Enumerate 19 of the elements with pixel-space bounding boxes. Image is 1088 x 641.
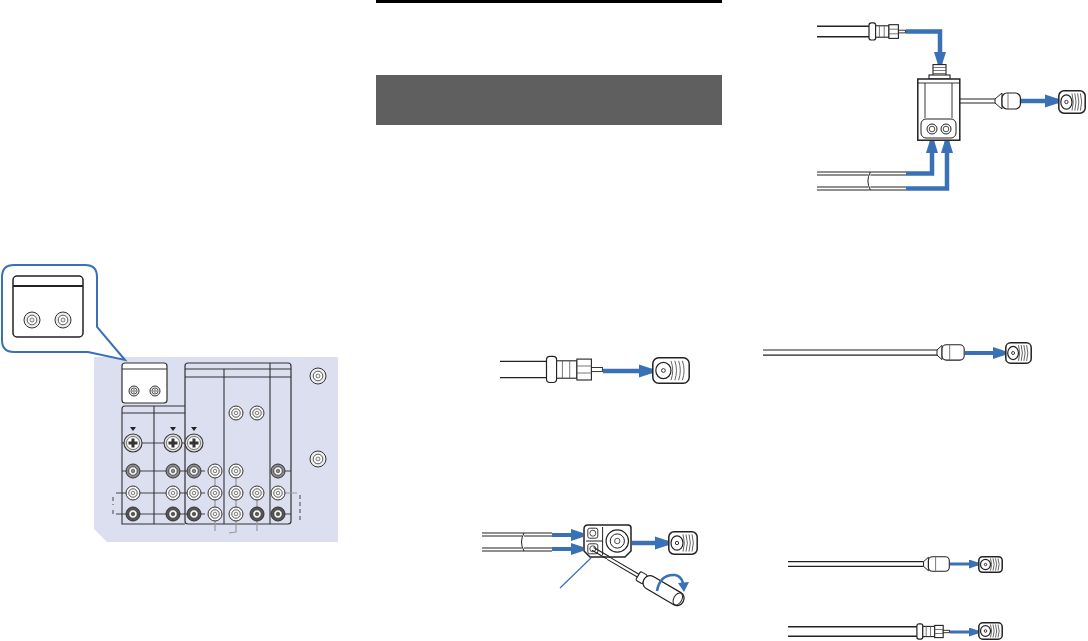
f-connector-jack [978,622,1003,640]
coaxial-cable-plug [500,355,603,384]
antenna-mixer [917,64,1021,141]
antenna-adapter [583,524,632,558]
thin-cable-plug [788,556,950,572]
twin-lead-cable [817,171,906,191]
thin-cable-plug [763,344,965,361]
coaxial-cable-plug [817,22,906,41]
f-connector-jack [978,556,1003,573]
connection-arrow [906,141,938,176]
heading-bar [376,75,722,125]
connection-arrow [906,29,946,64]
leader-line [559,557,592,589]
f-connector-jack [1005,342,1032,364]
f-connector-jack [668,531,698,555]
twin-lead-cable [482,532,552,552]
f-connector-jack [652,357,690,384]
coaxial-cable-plug [788,623,950,640]
f-connector-jack [1058,90,1086,114]
